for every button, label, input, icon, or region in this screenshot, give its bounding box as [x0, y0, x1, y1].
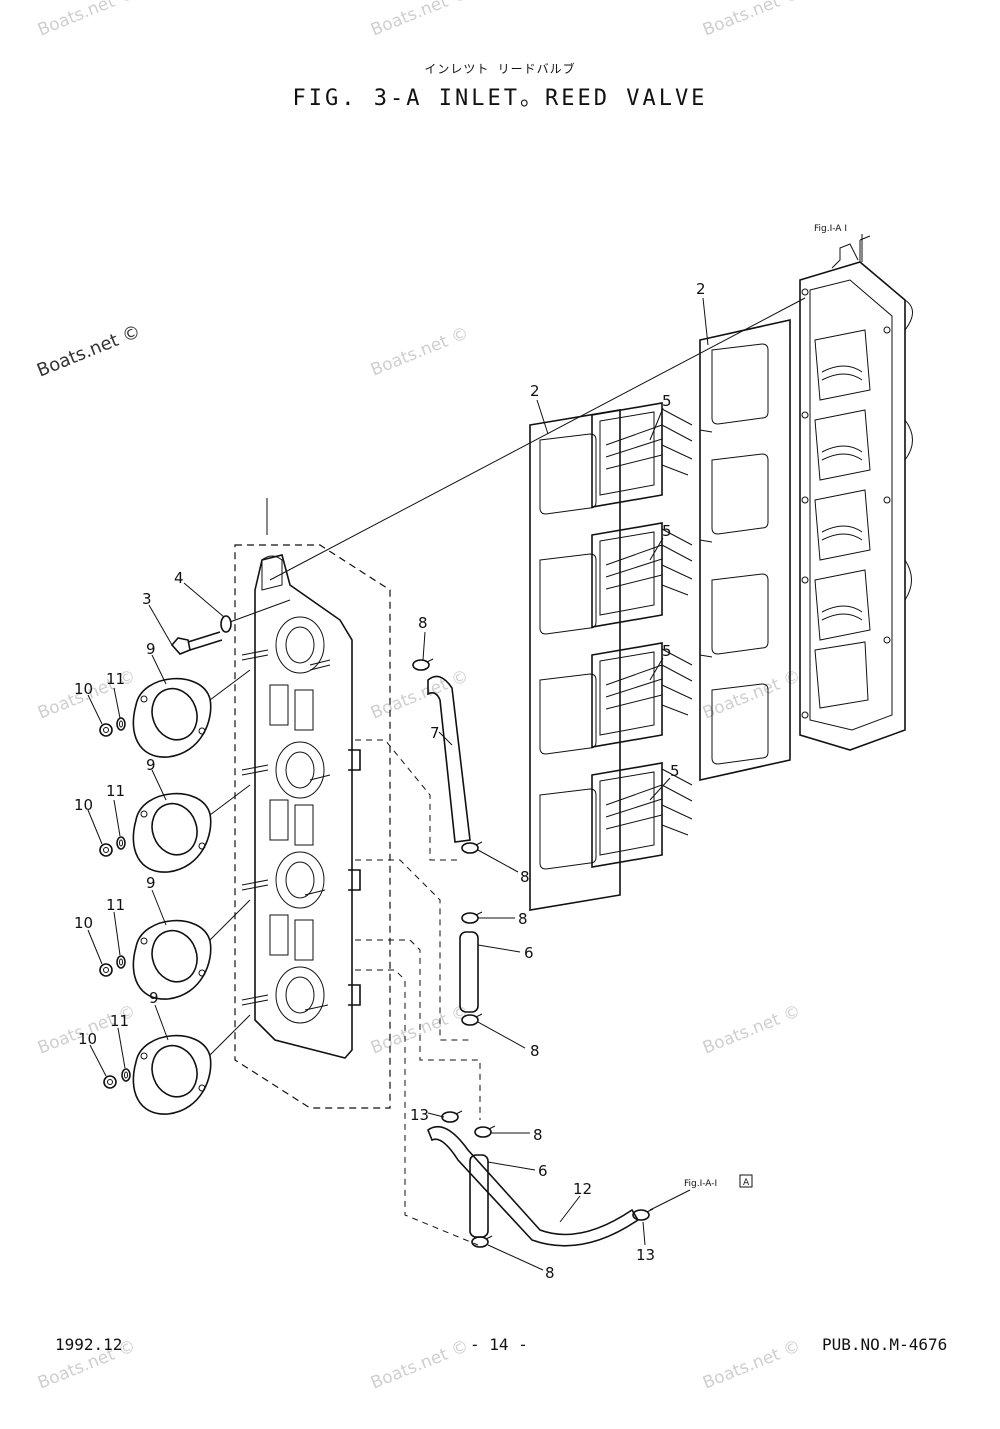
callout: 9	[149, 989, 159, 1007]
callout: 10	[74, 680, 93, 698]
intake-manifold	[241, 554, 361, 1059]
fig-ref-block-label: Fig.I-A I	[814, 224, 847, 234]
clamp	[461, 841, 483, 854]
footer-page-number: - 14 -	[470, 1335, 528, 1354]
carb-gasket-2	[132, 792, 212, 873]
callout: 2	[530, 382, 540, 400]
callout: 11	[106, 782, 125, 800]
callout: 9	[146, 756, 156, 774]
callout: 9	[146, 640, 156, 658]
carb-gasket-1	[132, 677, 212, 758]
callout: 10	[74, 796, 93, 814]
callout: 7	[430, 724, 440, 742]
lock-washer	[121, 1068, 131, 1082]
lock-washer	[116, 955, 126, 969]
hose-6-lower	[469, 1154, 489, 1238]
clamp	[412, 658, 434, 671]
callout: 5	[662, 522, 672, 540]
engine-block	[799, 235, 913, 751]
figure-title-japanese: インレツト リードバルブ	[424, 62, 576, 76]
callout: 6	[524, 944, 534, 962]
carb-gasket-4	[132, 1034, 212, 1115]
footer-publication-number: PUB.NO.M-4676	[822, 1335, 948, 1354]
callout: 9	[146, 874, 156, 892]
hose-12	[427, 1125, 640, 1247]
hose-6-upper	[459, 931, 479, 1013]
nut	[103, 1075, 117, 1089]
callout: 5	[662, 392, 672, 410]
callout: 5	[662, 642, 672, 660]
nut	[99, 723, 113, 737]
callout: 8	[418, 614, 428, 632]
fig-ref-hose-label: Fig.I-A-I	[684, 1179, 717, 1189]
hose-7	[427, 675, 471, 843]
callout: 8	[518, 910, 528, 928]
callout: 6	[538, 1162, 548, 1180]
lock-washer	[116, 717, 126, 731]
clamp	[441, 1110, 463, 1123]
callout: 5	[670, 762, 680, 780]
callout: 8	[520, 868, 530, 886]
callout: 3	[142, 590, 152, 608]
callout: 12	[573, 1180, 592, 1198]
callout: 8	[533, 1126, 543, 1144]
fig-ref-box	[739, 1174, 753, 1188]
callout: 11	[106, 896, 125, 914]
callout: 10	[74, 914, 93, 932]
nut	[99, 843, 113, 857]
callout: 11	[110, 1012, 129, 1030]
gasket-right	[699, 319, 791, 781]
nut	[99, 963, 113, 977]
callout: 4	[174, 569, 184, 587]
callout: 8	[545, 1264, 555, 1282]
clamp	[461, 1013, 483, 1026]
footer-date: 1992.12	[55, 1335, 123, 1354]
bolt	[170, 631, 223, 655]
reed-valve-assemblies	[591, 402, 693, 868]
callout: 11	[106, 670, 125, 688]
callout: 2	[696, 280, 706, 298]
clamp	[474, 1125, 496, 1138]
callout: 10	[78, 1030, 97, 1048]
washer	[220, 615, 232, 633]
gasket-left	[529, 409, 621, 911]
fig-ref-box-label: A	[743, 1178, 750, 1188]
clamp	[632, 1208, 654, 1221]
callout: 8	[530, 1042, 540, 1060]
callout: 13	[410, 1106, 429, 1124]
assembly-boundary	[234, 544, 391, 1109]
figure-title: FIG. 3-A INLET。REED VALVE	[292, 86, 708, 111]
carb-gasket-3	[132, 919, 212, 1000]
callout: 13	[636, 1246, 655, 1264]
lock-washer	[116, 836, 126, 850]
